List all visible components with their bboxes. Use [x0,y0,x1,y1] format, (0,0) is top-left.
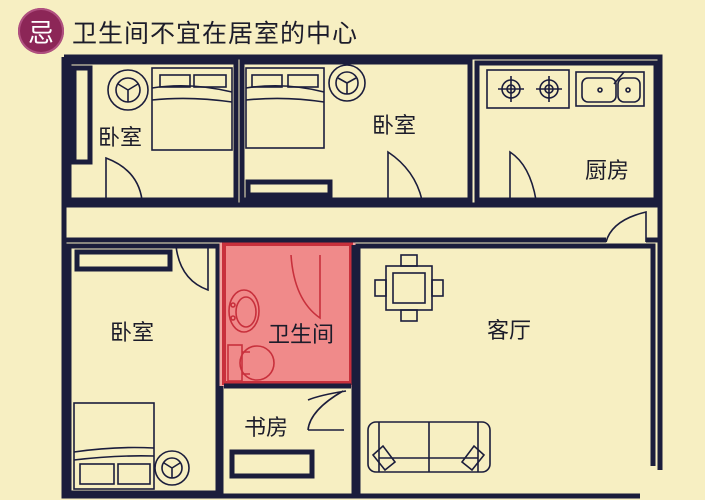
room-label: 卧室 [98,126,142,151]
room-label: 卧室 [110,321,154,346]
room-bathroom-highlighted: 卫生间 [219,238,356,388]
room-label: 书房 [244,416,288,441]
sofa-icon [367,421,491,473]
room-study: 书房 [218,245,357,494]
nightstand-lamp-icon [154,450,190,486]
room-label: 厨房 [585,159,629,184]
room-label: 卫生间 [268,323,334,348]
washbasin-icon [228,289,260,333]
wardrobe [71,65,93,165]
nightstand-lamp-icon [328,64,366,102]
nightstand-lamp-icon [107,69,149,111]
bed-icon [245,67,325,149]
dining-table-icon [374,254,444,322]
wardrobe [74,249,173,272]
entry-door-swing [605,210,647,243]
door-swing [307,390,347,431]
door-swing [509,150,537,201]
dresser [245,179,333,198]
bed-icon [151,67,233,151]
room-bedroom-top-left: 卧室 [66,59,239,203]
corridor-wall [64,202,660,243]
room-living: 客厅 [355,243,656,494]
door-swing [387,150,423,201]
sink-icon [575,71,645,107]
door-swing [105,156,143,201]
toilet-icon [227,344,275,382]
room-kitchen: 厨房 [474,60,659,243]
desk [229,449,315,479]
room-label: 客厅 [487,319,531,344]
stove-icon [486,69,570,109]
door-swing [290,254,321,320]
page-title: 卫生间不宜在居室的中心 [72,19,359,48]
room-bedroom-bottom-left: 卧室 [66,243,221,496]
room-bedroom-top-middle: 卧室 [239,59,473,203]
door-swing [175,245,209,292]
bed-icon [73,402,155,490]
room-label: 卧室 [372,114,416,139]
warning-badge: 忌 [18,8,64,54]
